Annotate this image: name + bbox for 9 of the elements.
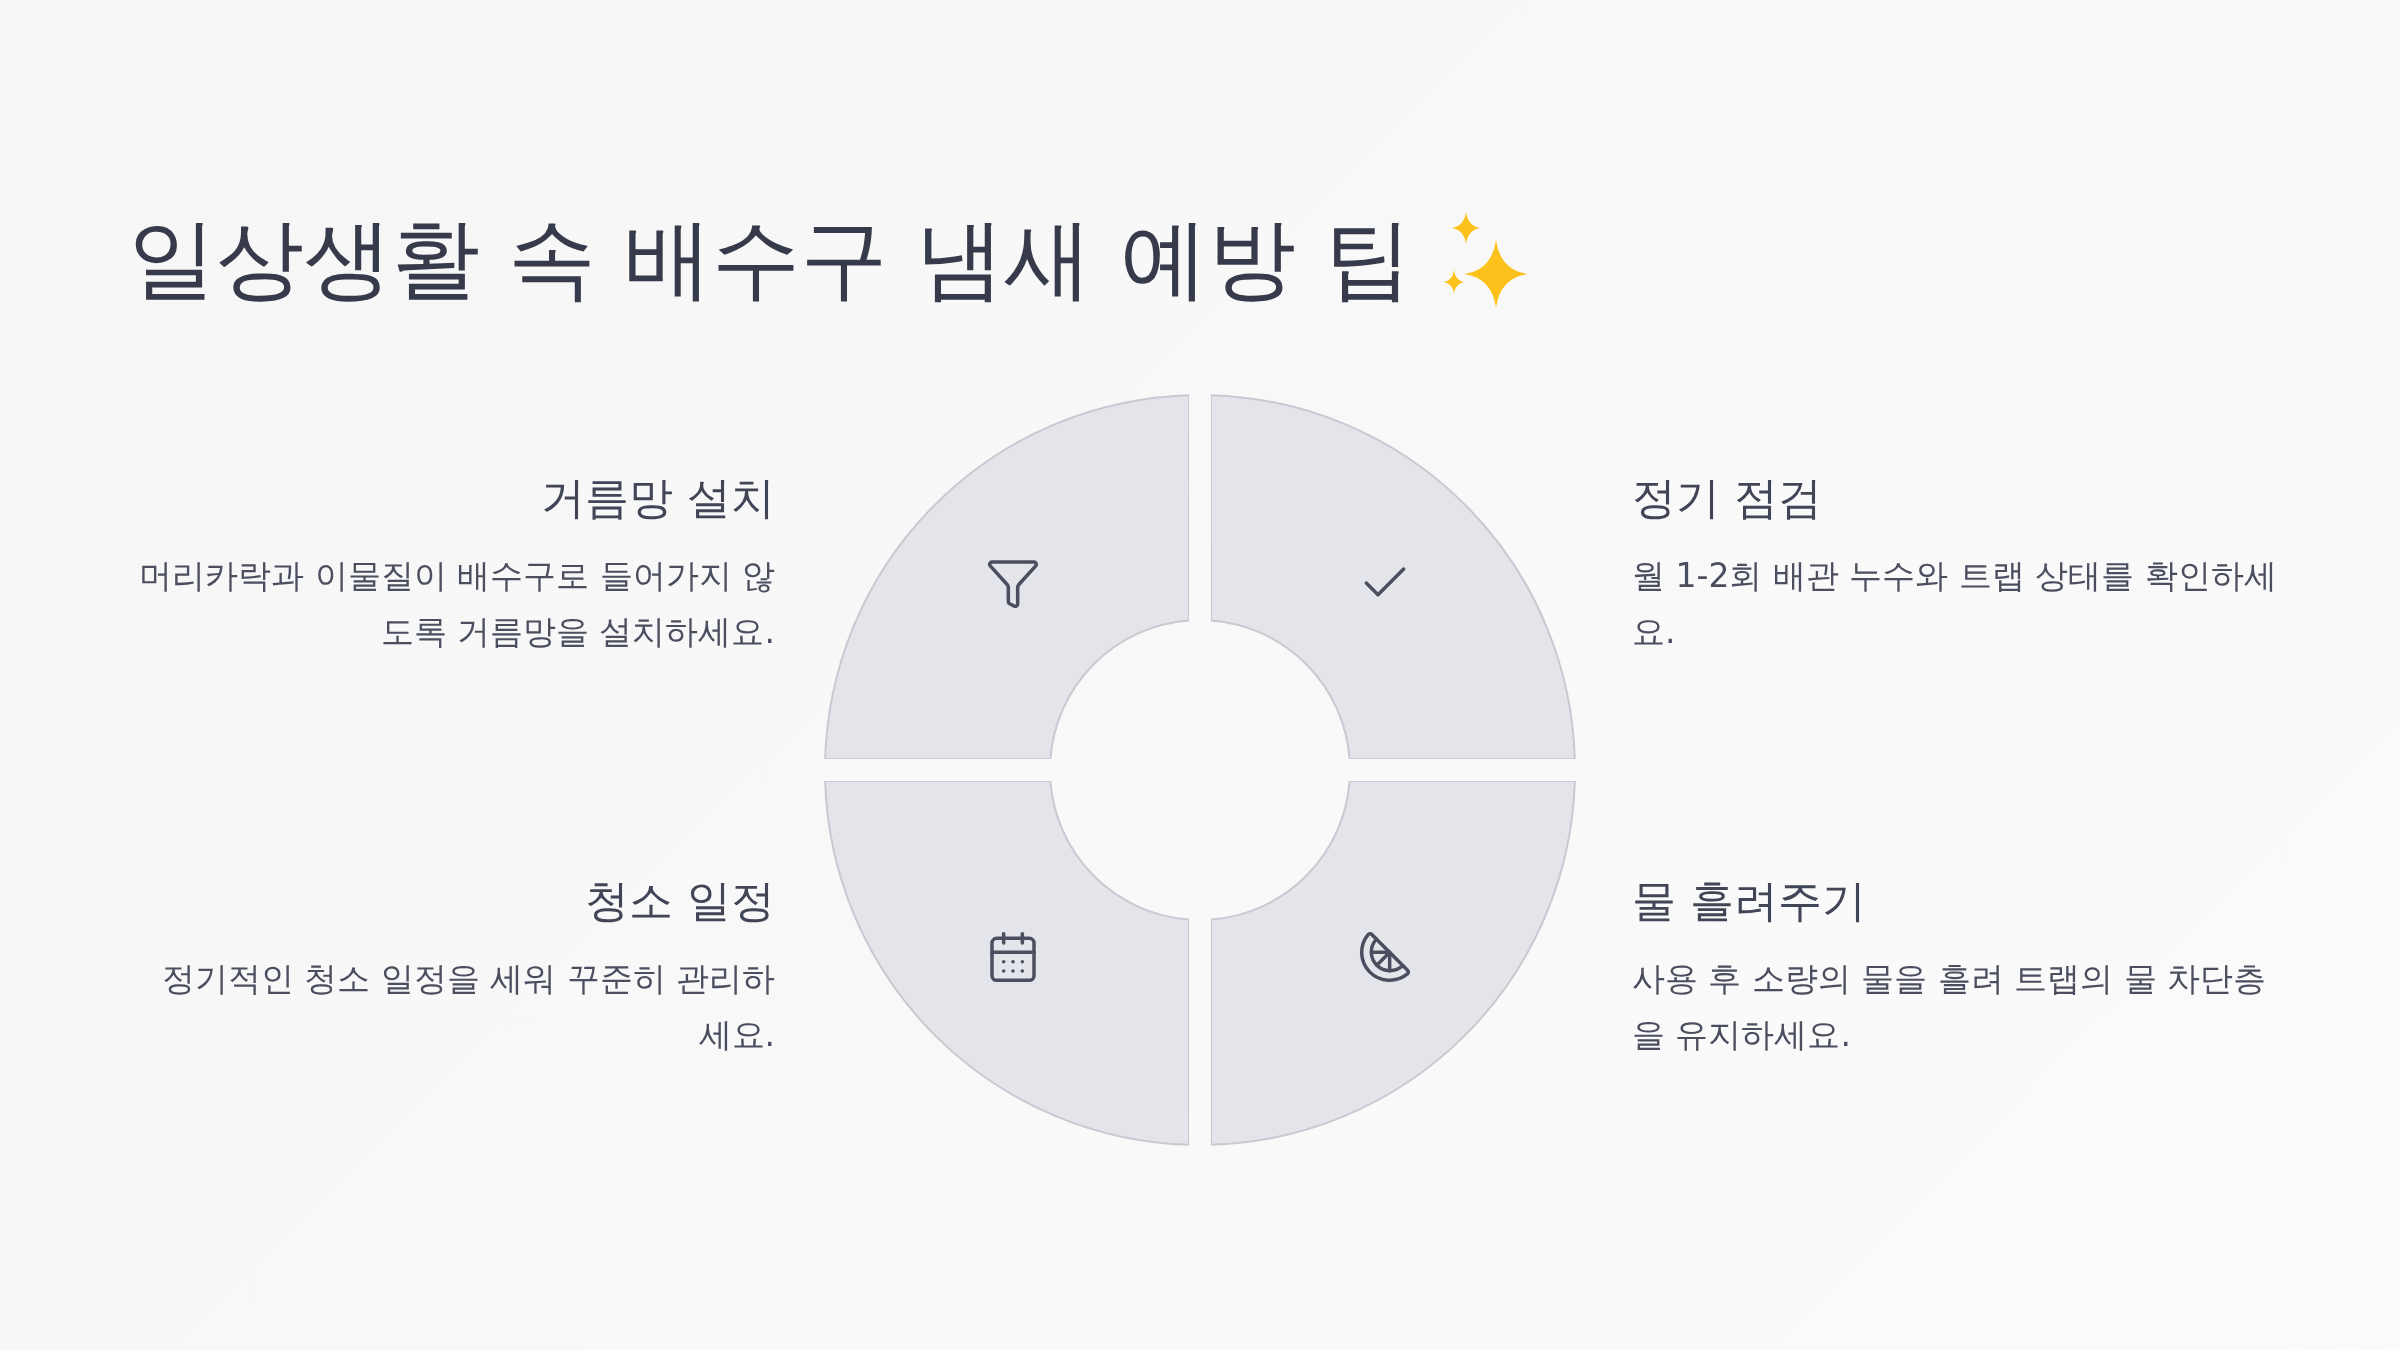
tip-heading: 청소 일정 <box>584 874 775 928</box>
tip-heading: 물 흘려주기 <box>1632 874 1867 928</box>
tip-description: 머리카락과 이물질이 배수구로 들어가지 않도록 거름망을 설치하세요. <box>138 555 775 653</box>
tip-description: 사용 후 소량의 물을 흘려 트랩의 물 차단층을 유지하세요. <box>1632 958 2268 1056</box>
title: 일상생활 속 배수구 냄새 예방 팁 <box>128 206 1412 312</box>
tip-description: 월 1-2회 배관 누수와 트랩 상태를 확인하세요. <box>1632 555 2277 653</box>
tip-heading: 거름망 설치 <box>540 471 775 525</box>
tip-description: 정기적인 청소 일정을 세워 꾸준히 관리하세요. <box>160 958 775 1056</box>
tip-heading: 정기 점검 <box>1632 471 1823 525</box>
